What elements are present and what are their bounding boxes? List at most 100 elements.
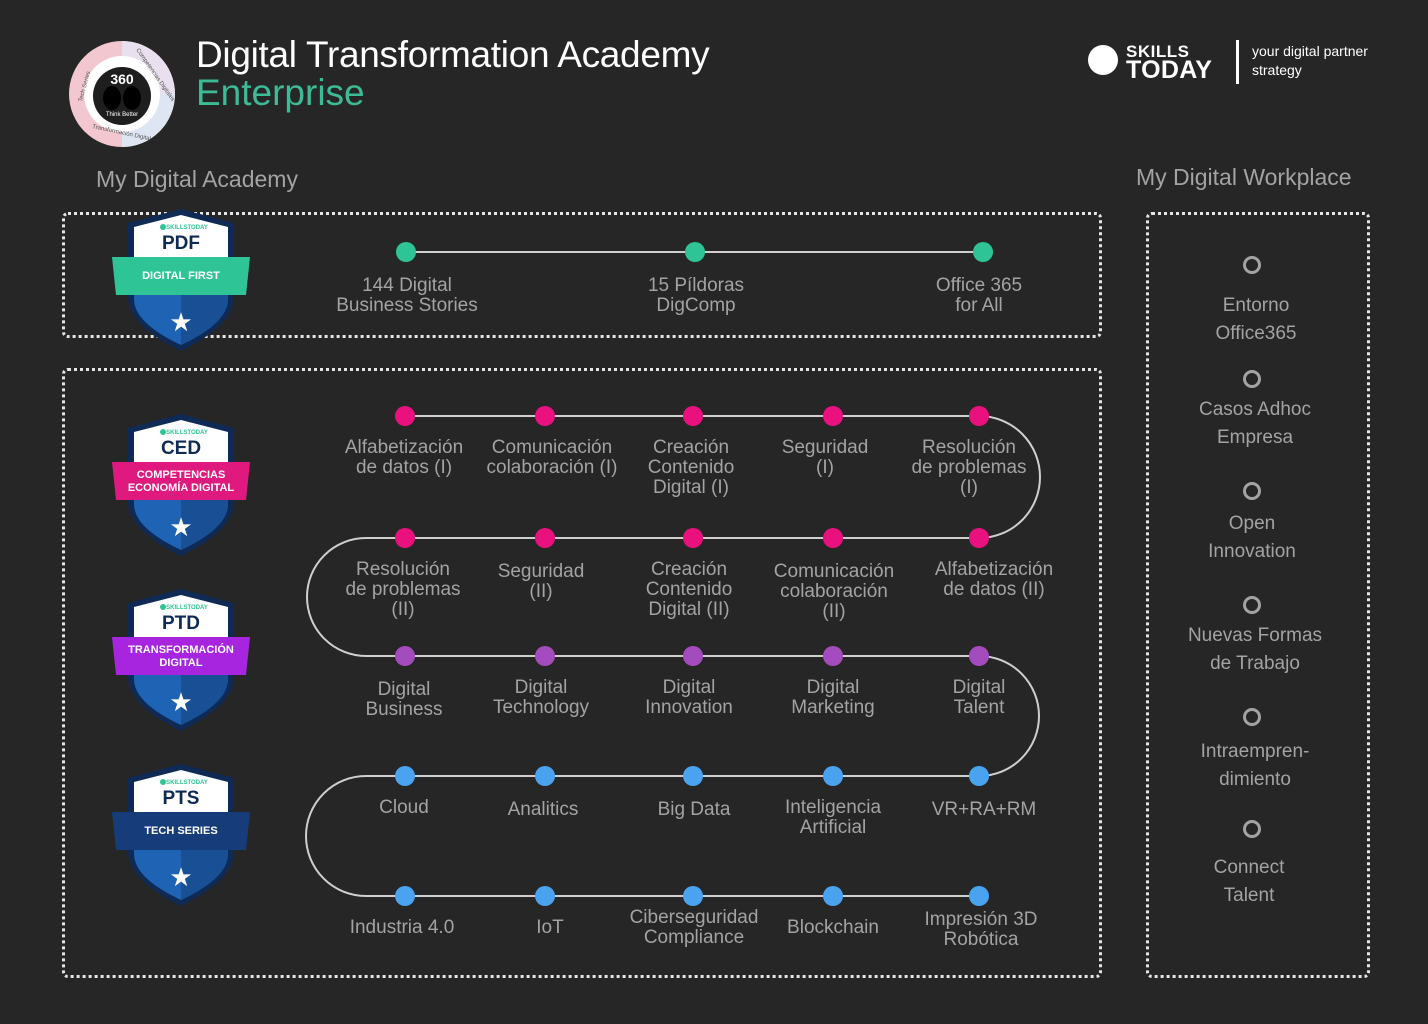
badge-shield-shade [181,669,228,725]
path-node [969,766,989,786]
path-item-label-line: Technology [492,697,590,718]
path-item-label-line: colaboración [780,581,888,602]
workplace-item-label-line: Open [1228,513,1276,534]
badge-ribbon-text: ECONOMÍA DIGITAL [128,481,235,494]
path-item-label-line: Creación [652,437,730,458]
path-item-label-line: Resolución [356,559,450,580]
path-item-label-line: Comunicación [773,561,895,582]
workplace-item-label-line: Intraempren- [1200,741,1310,762]
badge-ribbon-text: COMPETENCIAS [137,469,226,481]
path-item-label-line: Ciberseguridad [629,907,759,928]
badge-shield-shade [181,494,228,550]
pdf-item-label-line: Business Stories [336,295,478,316]
path-item-label-line: Digital [952,677,1006,698]
path-node [823,406,843,426]
path-node [823,886,843,906]
path-item-label-line: VR+RA+RM [931,799,1037,820]
star-icon: ★ [169,862,192,892]
path-node [395,646,415,666]
path-node [823,646,843,666]
workplace-section-title: My Digital Workplace [1136,164,1352,190]
badge-shield-shade [181,844,228,900]
path-item-label: Blockchain [787,918,879,938]
brand-dot-icon [1088,45,1118,75]
path-node [823,528,843,548]
path-item-label-line: Big Data [657,799,731,820]
workplace-item-label-line: Connect [1213,857,1285,878]
path-item-label: IoT [536,918,563,938]
path-item-label-line: (I) [816,457,834,478]
path-node [683,766,703,786]
path-item-label-line: (I) [960,477,978,498]
badge-shield-shade [181,289,228,345]
path-item-label-line: Digital [377,679,431,700]
badge-ribbon [112,812,250,850]
academy-section-title: My Digital Academy [96,166,298,192]
badge-code: CED [161,438,201,459]
path-item-label-line: Contenido [647,457,735,478]
path-item-label-line: Seguridad [497,561,585,582]
path-item-label-line: Business [365,699,443,720]
logo-center-text: 360 [110,71,134,87]
workplace-item-radio-icon [1243,820,1261,838]
badge-code: PDF [162,233,200,254]
path-item-label-line: Digital [806,677,860,698]
pdf-item-label-line: Office 365 [935,275,1023,296]
path-item-label-line: Cloud [379,797,429,818]
path-node [683,406,703,426]
page-title: Digital Transformation Academy [196,34,710,75]
path-item-label-line: Contenido [645,579,733,600]
pdf-track-box [62,212,1102,338]
badge-code: PTS [163,788,200,809]
path-item-label-line: Analitics [507,799,579,820]
path-item-label-line: Resolución [922,437,1016,458]
path-item-label-line: Blockchain [787,917,879,938]
badge-brand: SKILLSTODAY [166,780,208,786]
path-item-label-line: colaboración (I) [486,457,618,478]
badge-brand-icon [160,779,166,785]
path-node [969,886,989,906]
workplace-item-label-line: dimiento [1219,769,1291,790]
brand-logo: SKILLS TODAY your digital partner strate… [1088,40,1378,86]
path-node [535,886,555,906]
page-subtitle: Enterprise [196,72,365,113]
path-item-label-line: Talent [953,697,1005,718]
pdf-item-label-line: for All [955,295,1003,316]
badge-brand: SKILLSTODAY [166,225,208,231]
path-node [395,406,415,426]
path-item-label-line: Compliance [643,927,745,948]
workplace-item-label-line: Casos Adhoc [1199,399,1311,420]
badge-top-panel [134,595,228,645]
path-item-label: VR+RA+RM [932,800,1037,820]
path-item-label-line: Alfabetización [344,437,464,458]
badge-brand-icon [160,429,166,435]
path-item-label-line: Seguridad [781,437,869,458]
badge-ribbon-text: TRANSFORMACIÓN [128,643,234,656]
pdf-item-label-line: DigComp [656,295,736,316]
path-item-label-line: Marketing [791,697,875,718]
workplace-item-radio-icon [1243,256,1261,274]
badge-ribbon-text: DIGITAL [159,657,202,669]
path-item-label-line: Digital (I) [652,477,729,498]
workplace-item-radio-icon [1243,708,1261,726]
path-item-label-line: Comunicación [491,437,613,458]
path-item-label: Cloud [379,798,429,818]
workplace-item-label-line: Entorno [1222,295,1290,316]
workplace-item-label-line: Talent [1223,885,1275,906]
